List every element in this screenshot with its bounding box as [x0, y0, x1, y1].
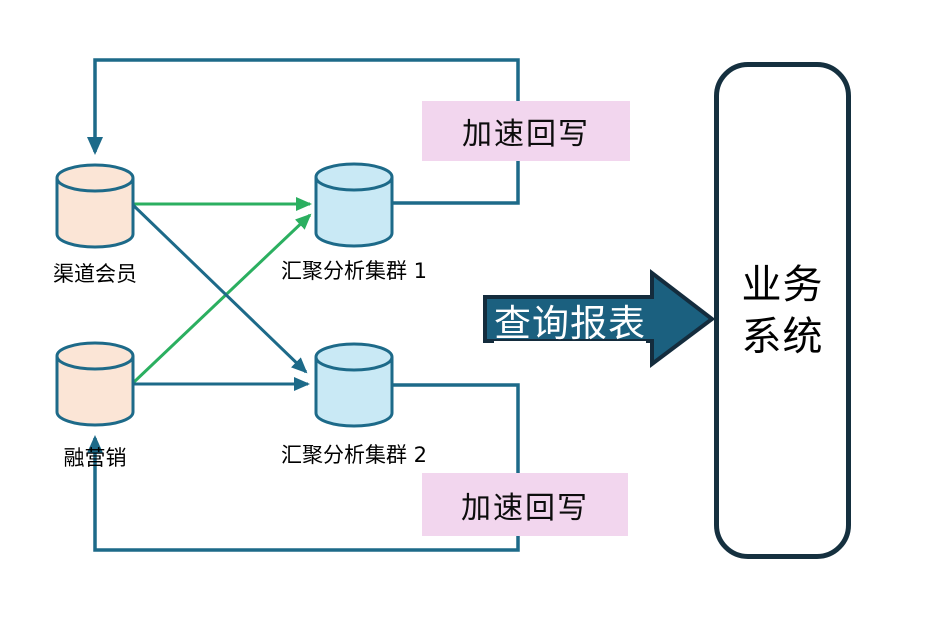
- arrow-source1-to-cluster2: [131, 203, 308, 374]
- writeback-label-bottom: 加速回写: [422, 473, 628, 536]
- writeback-label-top: 加速回写: [422, 101, 630, 161]
- business-system-label-line1: 业务: [741, 261, 824, 308]
- business-system-box: 业务 系统: [714, 62, 851, 559]
- source-cylinder-2: [55, 341, 135, 427]
- arrow-source2-to-cluster1: [131, 213, 312, 385]
- business-system-label-line2: 系统: [741, 313, 824, 360]
- writeback-loop-bottom-line: [87, 383, 520, 552]
- cluster1-label: 汇聚分析集群 1: [280, 259, 428, 283]
- cluster-cylinder-2: [314, 342, 394, 428]
- source2-label: 融营销: [63, 446, 127, 470]
- query-block-arrow: [483, 268, 716, 368]
- source1-label: 渠道会员: [53, 262, 137, 286]
- query-arrow-label: 查询报表: [494, 302, 646, 345]
- cluster-cylinder-1: [314, 162, 394, 248]
- cluster2-label: 汇聚分析集群 2: [280, 443, 428, 467]
- writeback-loop-top-line: [87, 58, 520, 205]
- source-cylinder-1: [55, 163, 135, 249]
